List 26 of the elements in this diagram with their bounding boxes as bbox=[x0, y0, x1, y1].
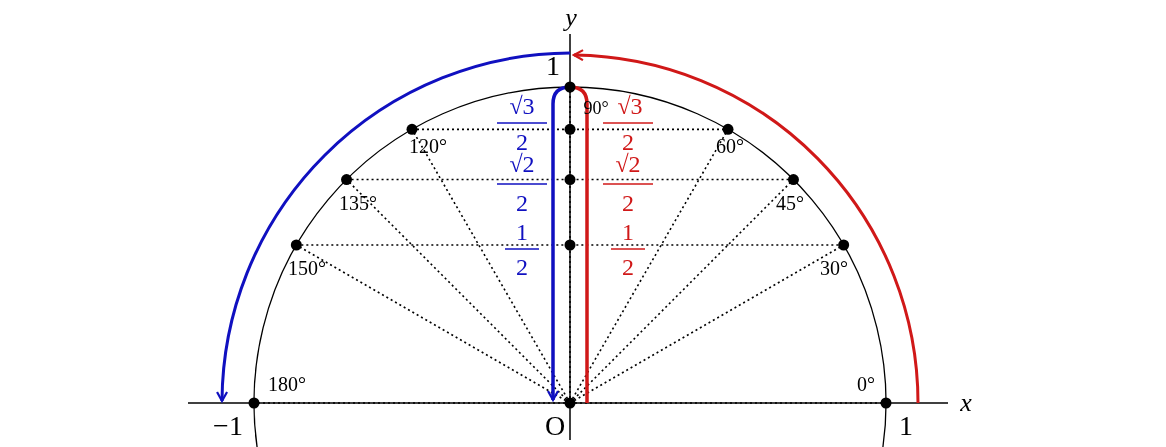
value-label: 1 bbox=[622, 220, 634, 244]
value-label: √3 bbox=[509, 94, 535, 118]
value-label: 2 bbox=[516, 130, 528, 154]
value-label: √2 bbox=[509, 152, 535, 176]
value-label: √3 bbox=[617, 94, 643, 118]
tick-label: 1 bbox=[899, 412, 913, 440]
tick-label: −1 bbox=[213, 412, 243, 440]
axis-label: y bbox=[565, 5, 577, 31]
angle-label: 30° bbox=[820, 258, 848, 278]
tick-label: 1 bbox=[546, 52, 560, 80]
origin-label: O bbox=[544, 412, 566, 440]
angle-label: 150° bbox=[288, 258, 326, 278]
angle-label: 135° bbox=[339, 193, 377, 213]
axis-label: x bbox=[960, 390, 972, 416]
value-label: 2 bbox=[622, 191, 634, 215]
value-label: 2 bbox=[516, 255, 528, 279]
value-label: 1 bbox=[516, 220, 528, 244]
value-label: 2 bbox=[516, 191, 528, 215]
value-label: √2 bbox=[615, 152, 641, 176]
angle-label: 45° bbox=[776, 193, 804, 213]
value-label: 2 bbox=[622, 255, 634, 279]
angle-label: 180° bbox=[268, 374, 306, 394]
angle-label: 120° bbox=[409, 136, 447, 156]
angle-label: 0° bbox=[857, 374, 875, 394]
angle-label: 60° bbox=[716, 136, 744, 156]
value-label: 2 bbox=[622, 130, 634, 154]
